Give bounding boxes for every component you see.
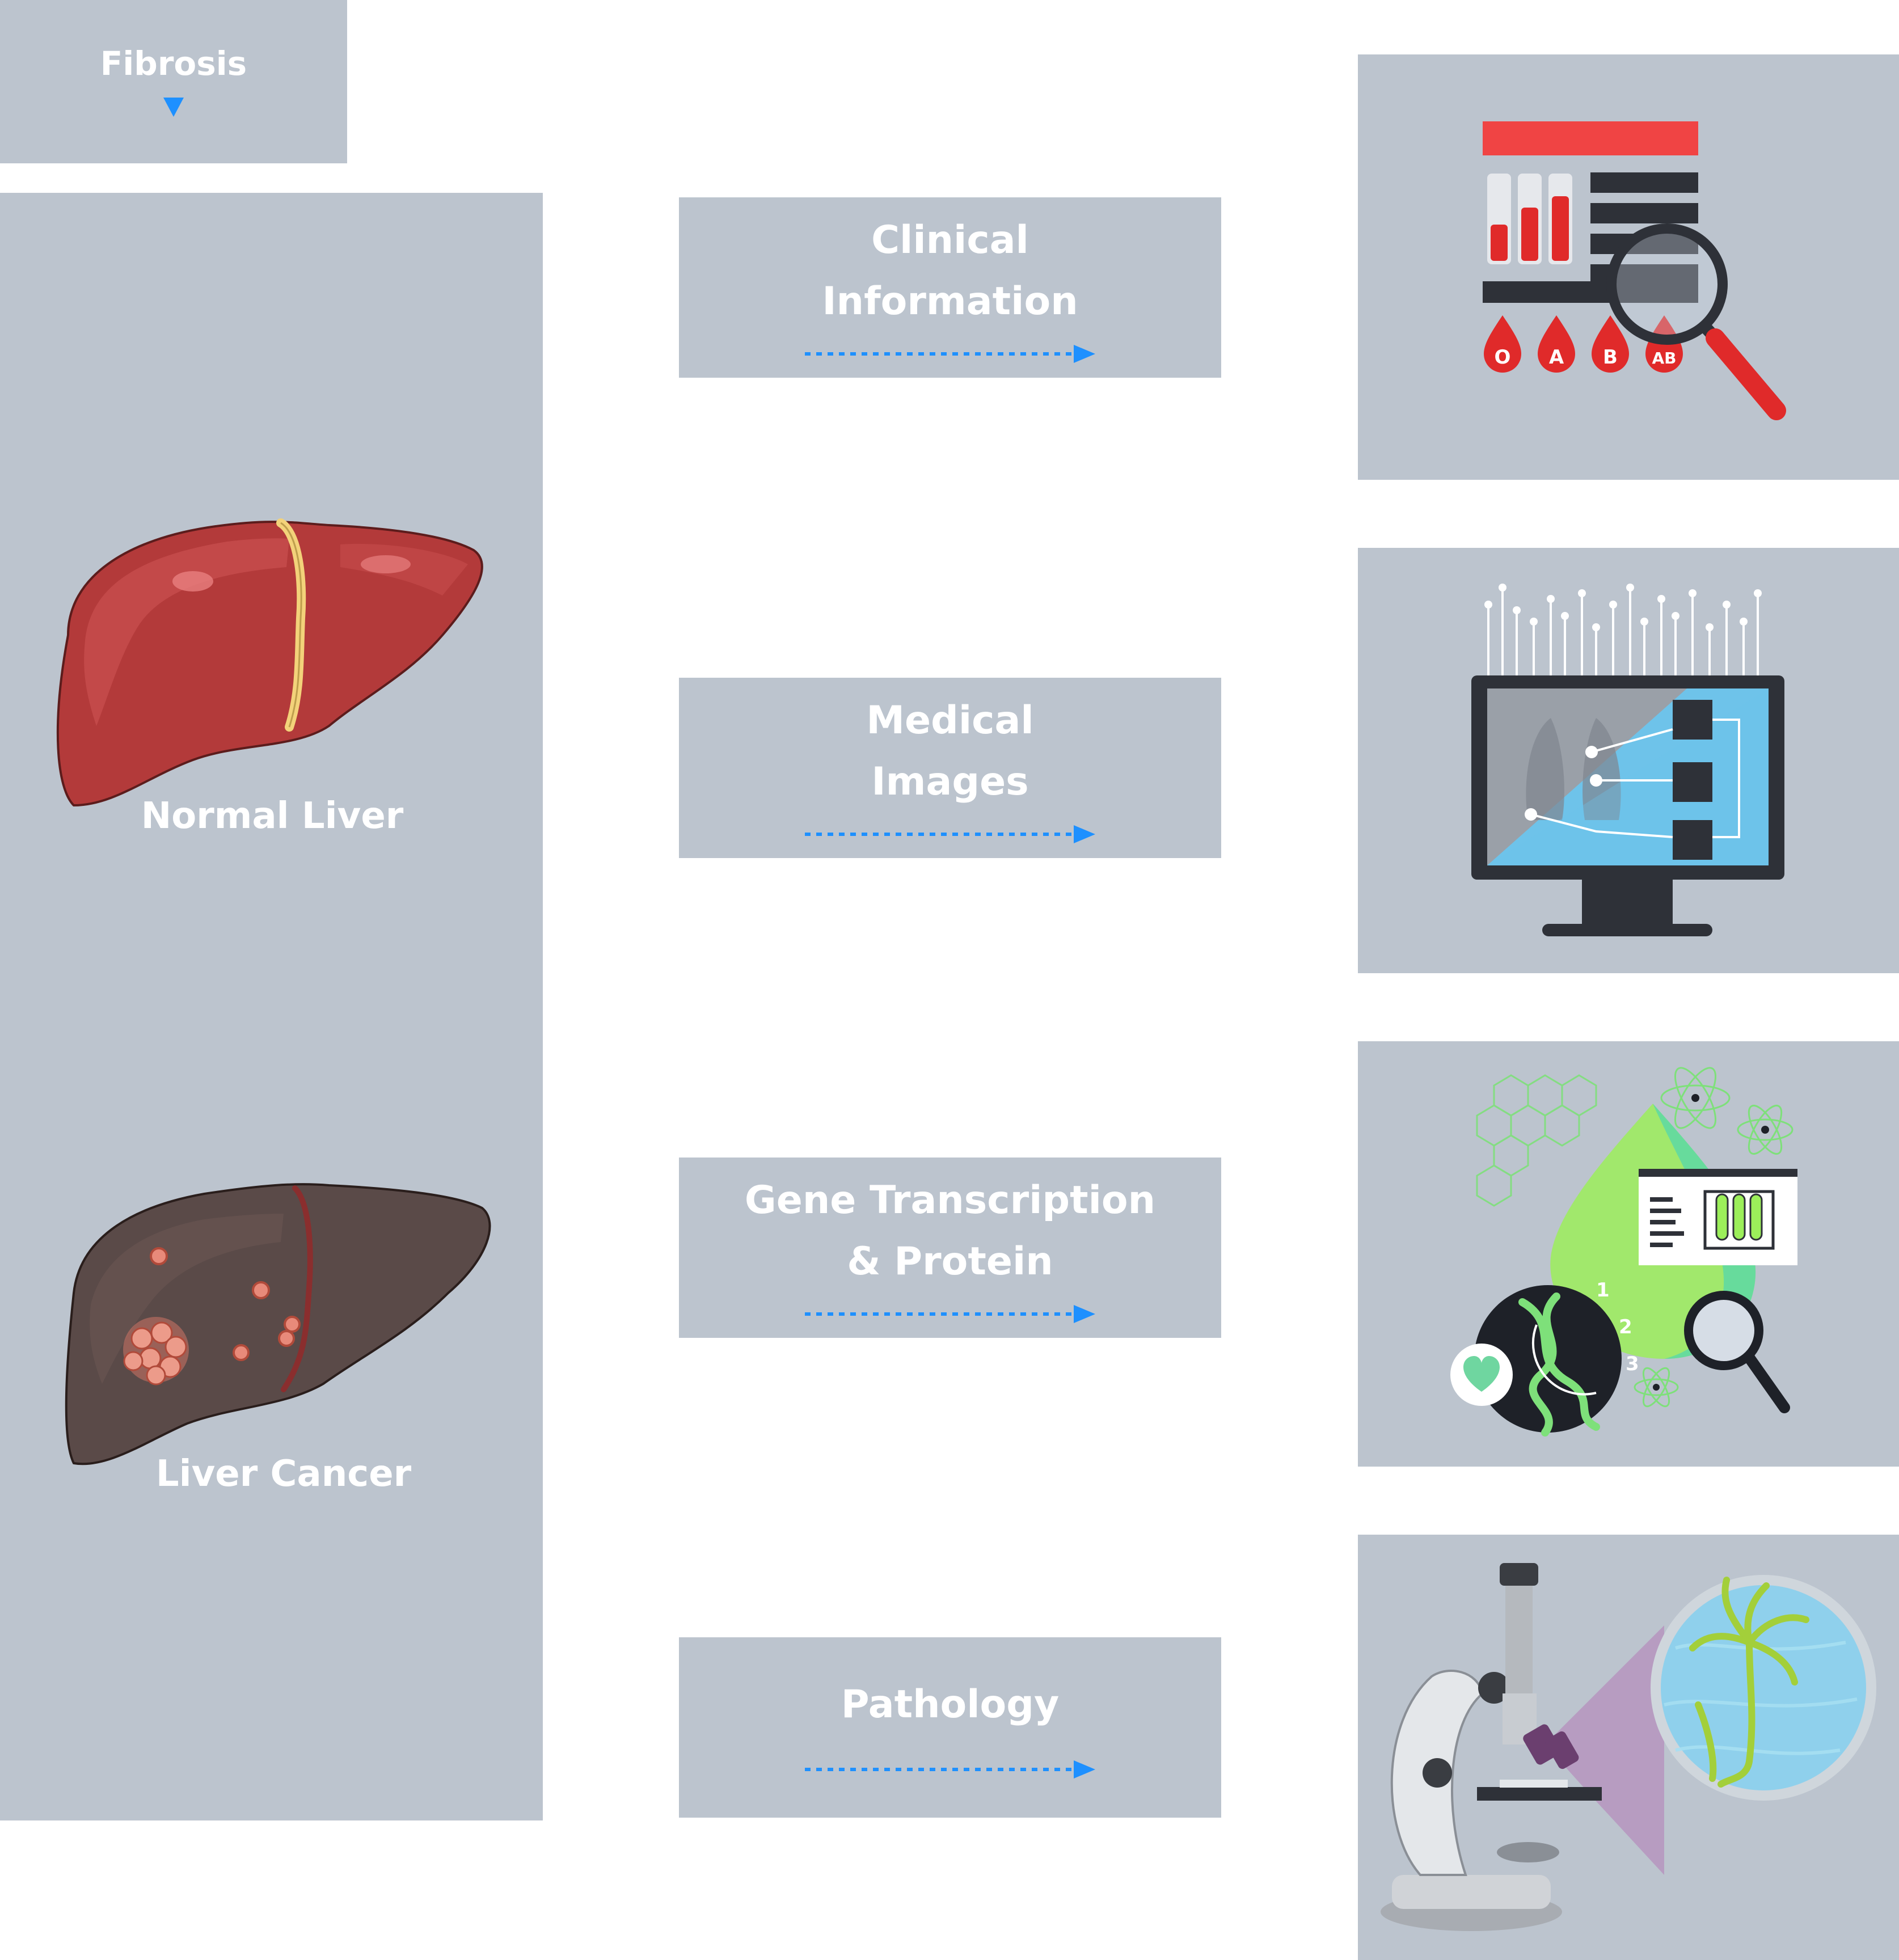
microscope-icon (1381, 1563, 1876, 1931)
liver-panel: Normal Liver Liver Cancer (0, 193, 543, 1820)
medical-imaging-monitor-icon (1471, 584, 1784, 936)
tumor-cluster (123, 1317, 189, 1385)
liver-cancer-icon (65, 1183, 491, 1465)
pathology-line1: Pathology (841, 1682, 1060, 1727)
pathology-box: Pathology (679, 1637, 1221, 1818)
gene-step-1: 1 (1596, 1279, 1610, 1302)
gene-protein-image: 1 2 3 (1358, 1041, 1899, 1467)
microscope-body (1381, 1563, 1602, 1931)
medical-images-line1: Medical (866, 698, 1034, 743)
medical-images-image (1358, 548, 1899, 973)
clinical-information-image: O A B AB (1358, 54, 1899, 480)
blood-type-a: A (1549, 346, 1564, 369)
blood-drop-row: O A B AB (1484, 315, 1683, 373)
hydra-organism-icon (1689, 1577, 1809, 1788)
blood-type-b: B (1603, 346, 1618, 369)
gene-step-3: 3 (1626, 1353, 1639, 1375)
medical-images-line2: Images (871, 759, 1029, 804)
dotted-arrow-icon (805, 345, 1095, 363)
heart-icon (1450, 1344, 1513, 1406)
clinical-information-line2: Information (822, 279, 1078, 324)
atom-icon (1634, 1067, 1794, 1408)
clinical-information-line1: Clinical (871, 218, 1029, 263)
clinical-information-box: Clinical Information (679, 197, 1221, 378)
down-arrow-icon (163, 98, 184, 117)
fibrosis-label: Fibrosis (100, 44, 247, 83)
liver-cancer-label: Liver Cancer (155, 1453, 412, 1495)
dotted-arrow-icon (805, 1760, 1095, 1779)
fibrosis-tag: Fibrosis (0, 0, 347, 163)
blood-type-o: O (1495, 346, 1511, 369)
dna-helix-icon (1518, 1292, 1600, 1437)
pathology-image (1358, 1535, 1899, 1960)
normal-liver-label: Normal Liver (141, 795, 404, 837)
magnifier-icon (1606, 223, 1786, 420)
blood-test-report-icon: O A B AB (1483, 121, 1786, 420)
gene-protein-line2: & Protein (847, 1239, 1053, 1284)
normal-liver-icon (56, 518, 483, 807)
gene-step-2: 2 (1619, 1316, 1632, 1338)
gene-protein-icon: 1 2 3 (1450, 1067, 1797, 1437)
blood-type-ab: AB (1652, 349, 1676, 368)
dotted-arrow-icon (805, 825, 1095, 843)
medical-images-box: Medical Images (679, 678, 1221, 858)
gene-protein-line1: Gene Transcription (744, 1178, 1156, 1223)
magnifier-icon (1684, 1291, 1790, 1413)
dotted-arrow-icon (805, 1305, 1095, 1323)
gene-protein-box: Gene Transcription & Protein (679, 1158, 1221, 1338)
